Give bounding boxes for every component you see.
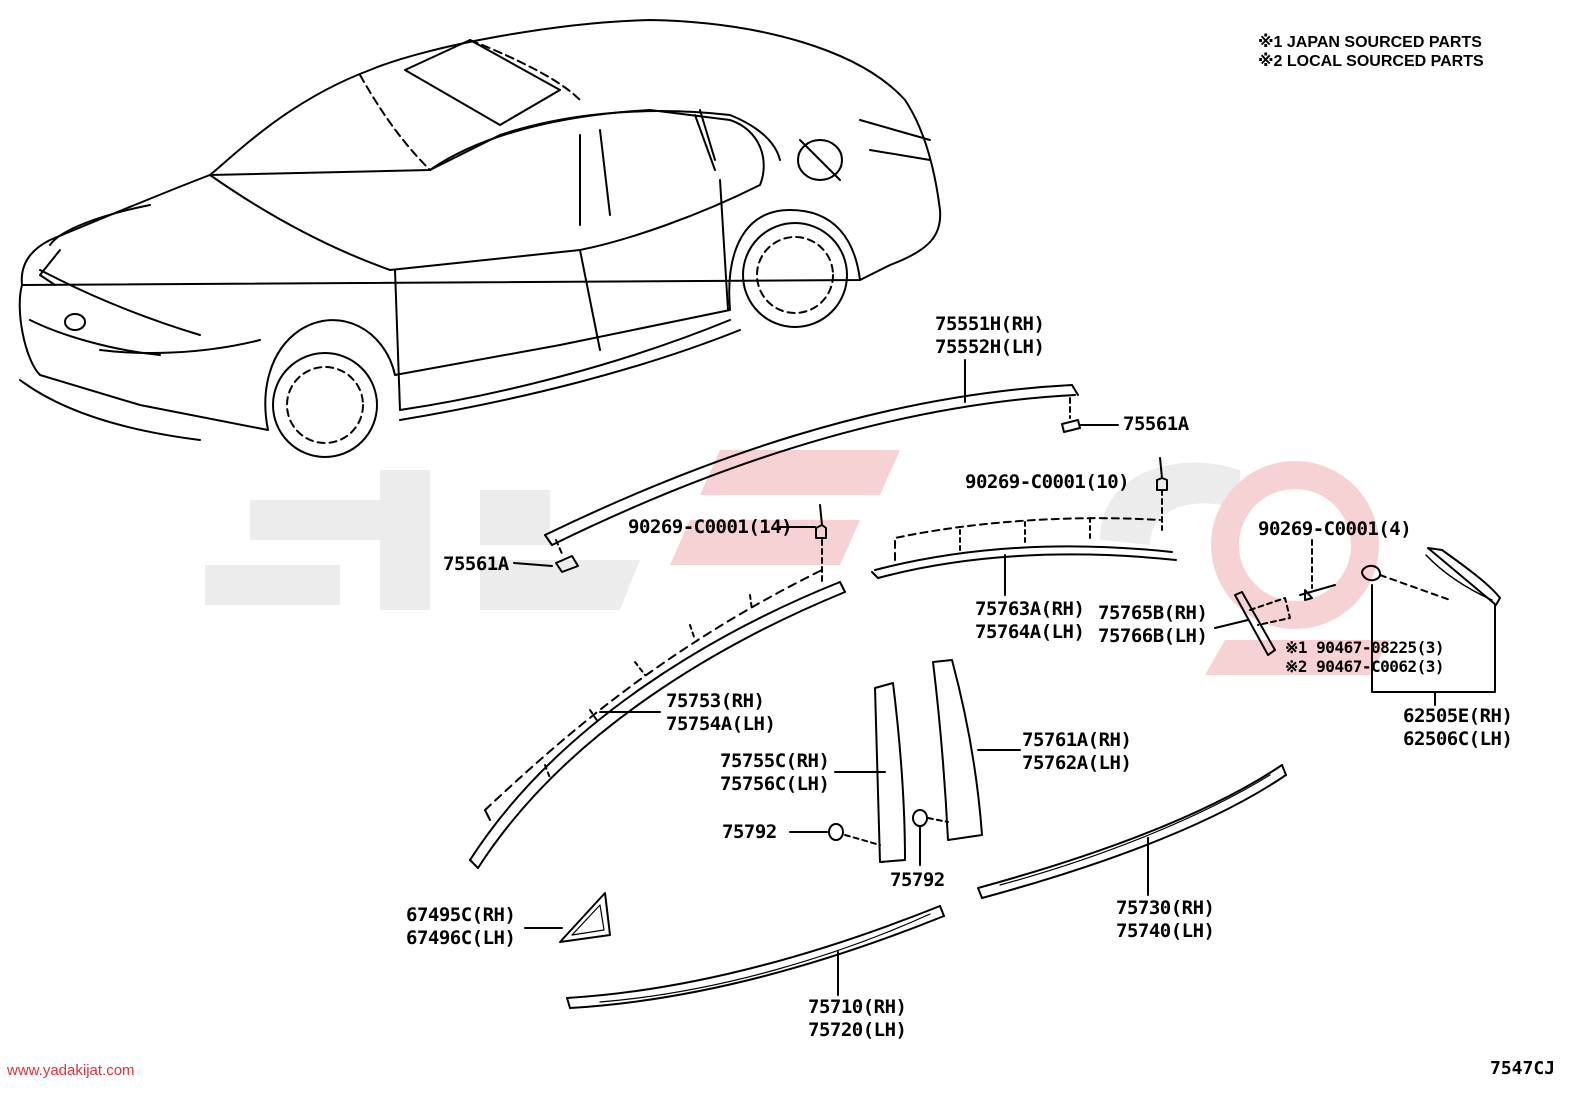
belt-molding-rear: [977, 764, 1287, 899]
quarter-molding: [1214, 539, 1336, 656]
grommet-bottom: [912, 809, 949, 866]
website-watermark: www.yadakijat.com: [7, 1062, 135, 1079]
clip-10: [1156, 457, 1168, 531]
label-upper-rear-lh: 75764A(LH): [975, 621, 1085, 643]
label-grommet-bottom: 75792: [890, 869, 945, 891]
label-nut-local: ※2 90467-C0062(3): [1285, 657, 1445, 676]
label-quarter-glass-lh: 62506C(LH): [1403, 728, 1513, 750]
label-cover-lh: 67496C(LH): [406, 927, 516, 949]
upper-front-molding: [469, 569, 846, 869]
diagram-code: 7547CJ: [1490, 1058, 1556, 1079]
upper-rear-molding: [871, 517, 1177, 596]
label-upper-front-lh: 75754A(LH): [666, 713, 776, 735]
label-clip-rear: 75561A: [1123, 413, 1189, 435]
watermark-logo: [205, 450, 1390, 675]
note-japan-sourced: ※1 JAPAN SOURCED PARTS: [1258, 34, 1482, 51]
label-clip-front: 75561A: [443, 553, 509, 575]
label-pillar-front-rh: 75755C(RH): [720, 750, 830, 772]
label-nut-japan: ※1 90467-08225(3): [1285, 638, 1445, 657]
label-roof-molding-rh: 75551H(RH): [935, 313, 1045, 335]
label-quarter-molding-lh: 75766B(LH): [1098, 625, 1208, 647]
label-belt-front-lh: 75720(LH): [808, 1019, 907, 1041]
quarter-window-glass: [1361, 547, 1501, 706]
label-clip-4: 90269-C0001(4): [1258, 518, 1412, 540]
clip-14: [777, 504, 827, 586]
label-quarter-glass-rh: 62505E(RH): [1403, 705, 1513, 727]
label-cover-rh: 67495C(RH): [406, 904, 516, 926]
label-pillar-rear-lh: 75762A(LH): [1022, 752, 1132, 774]
label-belt-rear-rh: 75730(RH): [1116, 897, 1215, 919]
roof-molding: [513, 359, 1119, 573]
label-belt-front-rh: 75710(RH): [808, 996, 907, 1018]
label-pillar-rear-rh: 75761A(RH): [1022, 729, 1132, 751]
cover: [524, 892, 611, 943]
label-quarter-molding-rh: 75765B(RH): [1098, 602, 1208, 624]
label-clip-10: 90269-C0001(10): [965, 471, 1130, 493]
car-outline: [18, 19, 942, 458]
grommet-left: [789, 823, 881, 846]
label-upper-front-rh: 75753(RH): [666, 690, 765, 712]
pillar-rear-garnish: [932, 659, 1021, 841]
label-upper-rear-rh: 75763A(RH): [975, 598, 1085, 620]
belt-molding-front: [566, 905, 945, 1009]
label-clip-14: 90269-C0001(14): [628, 516, 793, 538]
label-pillar-front-lh: 75756C(LH): [720, 773, 830, 795]
label-belt-rear-lh: 75740(LH): [1116, 920, 1215, 942]
label-grommet-left: 75792: [722, 821, 777, 843]
pillar-front-garnish: [834, 682, 906, 863]
label-roof-molding-lh: 75552H(LH): [935, 336, 1045, 358]
note-local-sourced: ※2 LOCAL SOURCED PARTS: [1258, 53, 1484, 70]
